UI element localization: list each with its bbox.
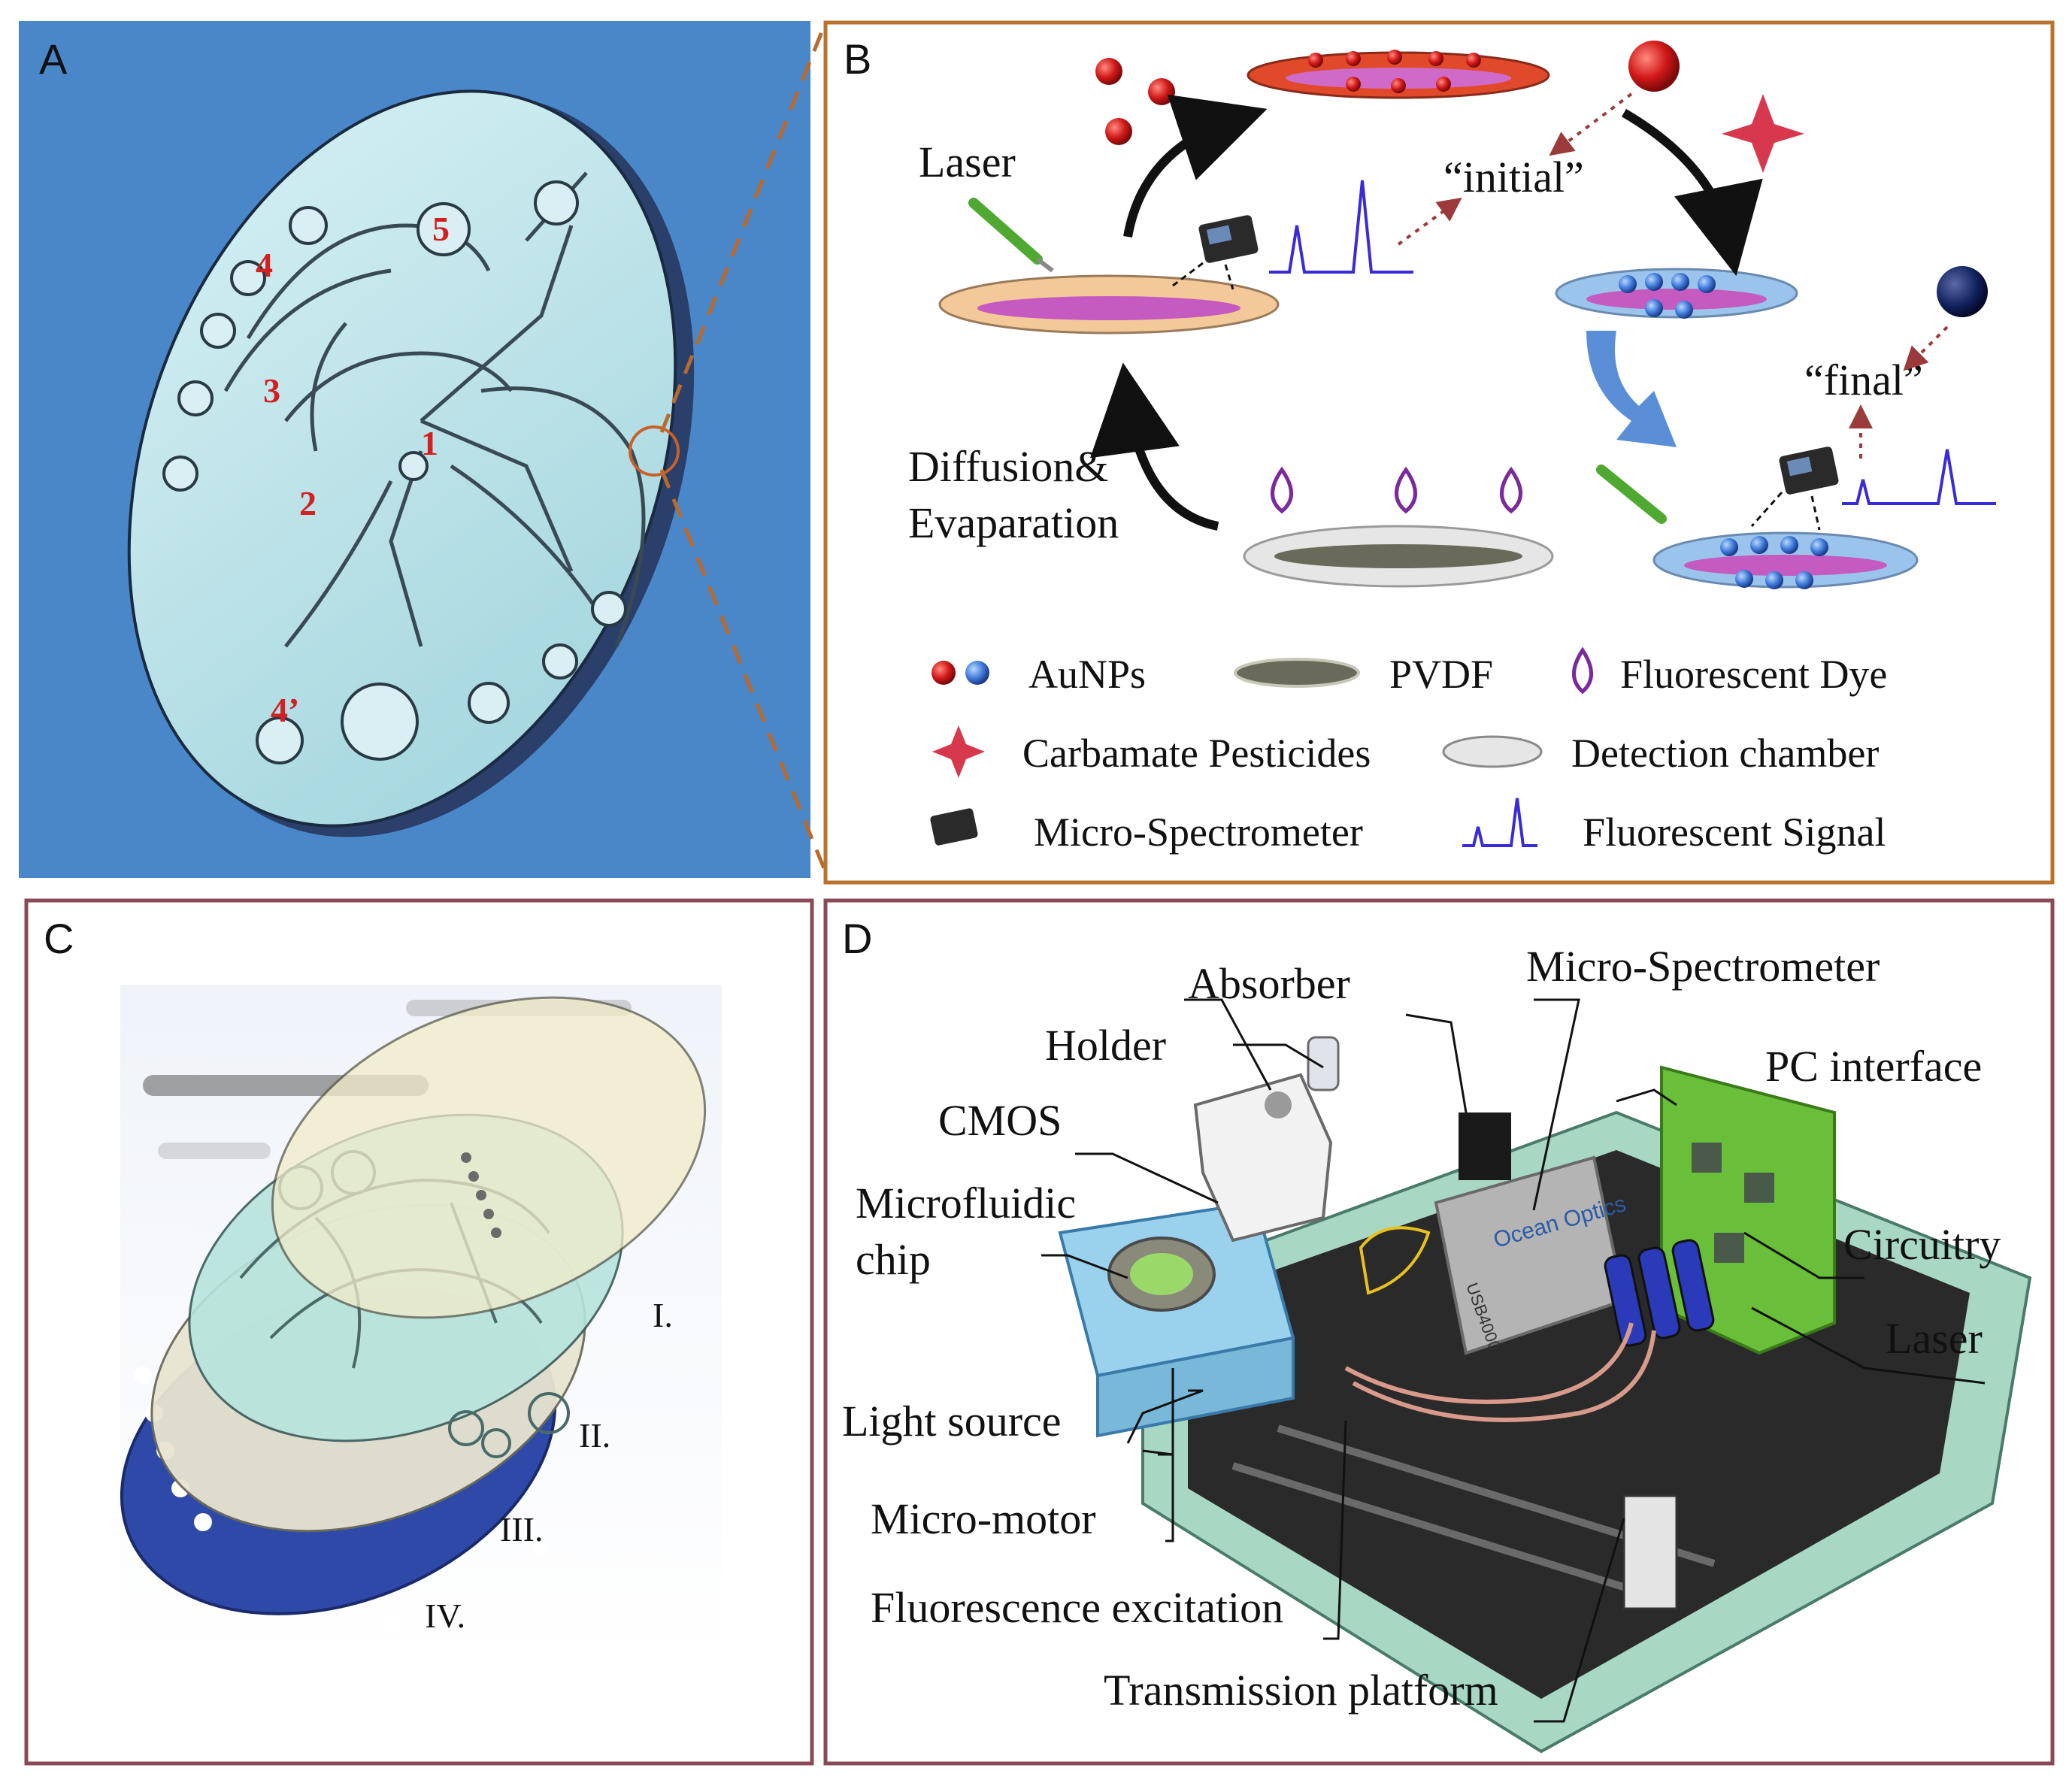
panel-b-frame: [823, 20, 2055, 885]
callout-micro-spectrometer: Micro-Spectrometer: [1526, 942, 1880, 991]
callout-fluorescence-excitation: Fluorescence excitation: [871, 1583, 1283, 1632]
zoom-marker: [629, 425, 680, 477]
pvdf-icon: [1234, 658, 1360, 688]
callout-micro-motor: Micro-motor: [871, 1494, 1096, 1543]
laser-pointer-right: [1596, 465, 1667, 524]
legend: AuNPs PVDF Fluorescent Dye Carbamate Pes…: [930, 646, 1887, 855]
disc-channels: [223, 171, 646, 648]
right-chamber-blue: [1555, 268, 1798, 319]
bottom-chamber-grey: [1243, 525, 1554, 588]
wire-bundle: [1359, 1226, 1431, 1295]
legend-aunps: AuNPs: [931, 652, 1146, 697]
laser-pointer-left: [968, 198, 1054, 273]
layer-i-disc: [271, 996, 707, 1319]
panel-a-letter: A: [39, 35, 68, 83]
panel-b: B Laser: [823, 20, 2055, 885]
fluorescent-signal-icon: [1462, 798, 1537, 847]
absorber-block: [1459, 1112, 1511, 1180]
chamber-number-5: 5: [432, 210, 450, 248]
cycle-arrow-1: [1123, 94, 1268, 238]
legend-chamber: Detection chamber: [1442, 731, 1879, 776]
label-laser: Laser: [919, 138, 1016, 186]
zoom-lines: [659, 22, 828, 873]
chamber-number-3: 3: [263, 371, 280, 410]
label-final: “final”: [1804, 356, 1923, 404]
laser-modules: [1604, 1239, 1715, 1347]
panel-c-letter: C: [44, 915, 74, 962]
legend-signal: Fluorescent Signal: [1462, 798, 1886, 855]
holder-block: [1193, 1073, 1333, 1243]
absorber-unit: [1307, 1036, 1340, 1091]
cycle-arrow-2: [1621, 108, 1763, 277]
free-aunps: [1095, 58, 1175, 145]
callout-light-source: Light source: [842, 1397, 1062, 1445]
callout-transmission-platform: Transmission platform: [1104, 1666, 1498, 1715]
callout-cmos: CMOS: [938, 1096, 1062, 1145]
chamber-number-2: 2: [299, 484, 317, 522]
callout-absorber: Absorber: [1188, 959, 1350, 1008]
label-evaporation: Evaparation: [908, 498, 1119, 547]
panel-a: A: [19, 21, 810, 878]
layer-label-i: I.: [653, 1296, 673, 1334]
dye-drops: [1271, 466, 1522, 514]
carbamate-pesticide-icon: [932, 725, 985, 778]
cycle-arrow-3: [1090, 362, 1219, 531]
callout-circuitry: Circuitry: [1843, 1220, 2001, 1269]
layer-label-iii: III.: [500, 1510, 543, 1548]
stepper-motor: [1622, 1494, 1678, 1610]
legend-dye: Fluorescent Dye: [1572, 646, 1887, 697]
legend-label-chamber: Detection chamber: [1571, 731, 1879, 776]
leader-lines: [1041, 998, 1986, 1723]
spectrometer-right: [1750, 446, 1839, 531]
carbamate-star: [1722, 94, 1804, 173]
disc-reservoirs: [162, 180, 627, 764]
spectrometer-left: [1172, 215, 1259, 290]
legend-label-signal: Fluorescent Signal: [1583, 810, 1886, 855]
optical-cables: [1344, 1322, 1656, 1422]
top-chamber-red: [1247, 50, 1550, 99]
legend-label-spectrometer: Micro-Spectrometer: [1034, 810, 1363, 855]
legend-label-aunps: AuNPs: [1028, 652, 1146, 697]
chamber-number-4: 4: [256, 246, 273, 284]
legend-spectrometer: Micro-Spectrometer: [930, 808, 1363, 855]
final-color-ball: [1937, 266, 1988, 317]
panel-d: D Ocean Optics USB4000: [823, 898, 2055, 1766]
legend-label-pvdf: PVDF: [1389, 652, 1493, 697]
legend-pvdf: PVDF: [1234, 652, 1493, 697]
panel-c: C I. II. III. IV.: [24, 898, 814, 1766]
process-arrow-blue: [1586, 331, 1677, 447]
chamber-numbers: 1 2 3 4 4’ 5: [256, 210, 450, 729]
label-initial: “initial”: [1443, 153, 1584, 201]
arrow-to-initial: [1397, 197, 1462, 246]
chamber-number-4-prime: 4’: [271, 691, 299, 729]
initial-signal: [1269, 180, 1413, 274]
label-diffusion: Diffusion&: [908, 442, 1108, 491]
layer-label-ii: II.: [579, 1416, 610, 1455]
arrow-ball-to-final: [1903, 325, 1949, 371]
callout-laser: Laser: [1886, 1314, 1983, 1363]
callout-pc-interface: PC interface: [1765, 1042, 1982, 1091]
callout-holder: Holder: [1045, 1021, 1166, 1070]
detection-chamber-icon: [1442, 735, 1543, 768]
callout-microfluidic: Microfluidic: [856, 1179, 1076, 1227]
layer-label-iv: IV.: [425, 1597, 465, 1635]
panel-d-letter: D: [842, 915, 872, 962]
legend-label-dye: Fluorescent Dye: [1620, 652, 1887, 697]
bottom-right-chamber: [1652, 531, 1919, 589]
fluorescent-dye-icon: [1572, 646, 1593, 695]
legend-carbamate: Carbamate Pesticides: [932, 725, 1371, 778]
micro-spectrometer-icon: [930, 808, 978, 846]
initial-color-ball: [1628, 41, 1680, 92]
aunps-icon: [931, 661, 956, 685]
callout-chip: chip: [856, 1235, 931, 1284]
panel-b-letter: B: [844, 35, 871, 83]
board-chips: [1692, 1143, 1774, 1263]
left-chamber: [938, 274, 1280, 334]
legend-label-carbamate: Carbamate Pesticides: [1022, 731, 1371, 776]
layer-i-holes: [461, 1152, 501, 1238]
chamber-number-1: 1: [421, 424, 438, 462]
final-signal: [1842, 449, 1996, 505]
